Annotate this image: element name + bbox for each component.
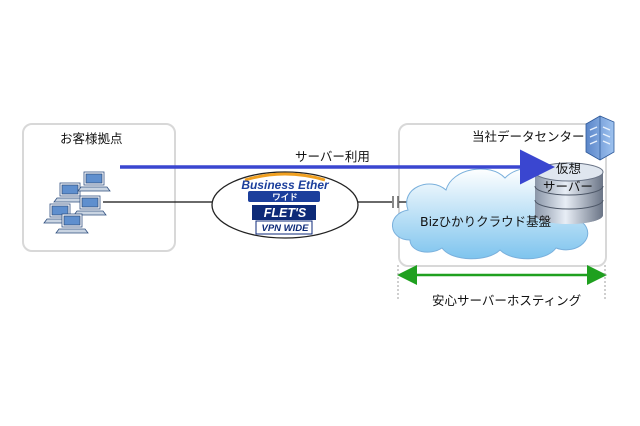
virtual-server-label-line2: サーバー [543,179,593,194]
hosting-label: 安心サーバーホスティング [432,293,582,308]
badge-band [248,191,320,202]
customer-site-label: お客様拠点 [60,131,123,146]
network-service-badge: Business Ether ワイド FLET'S VPN WIDE [211,171,359,239]
badge-business-ether-text: Business Ether [241,178,330,192]
badge-swoosh [244,172,326,182]
badge-vpn-box [255,220,313,235]
badge-flets-box [252,205,316,220]
cloud-platform-label: Bizひかりクラウド基盤 [420,214,552,229]
laptop-group-icon [43,171,111,234]
server-use-label: サーバー利用 [295,149,370,164]
badge-flets-text: FLET'S [264,206,307,220]
datacenter-label: 当社データセンター [472,129,585,144]
datacenter-building-icon [585,115,615,161]
badge-vpn-wide-text: VPN WIDE [262,223,310,234]
virtual-server-label-line1: 仮想 [556,161,582,176]
badge-wide-jp-text: ワイド [272,193,298,203]
